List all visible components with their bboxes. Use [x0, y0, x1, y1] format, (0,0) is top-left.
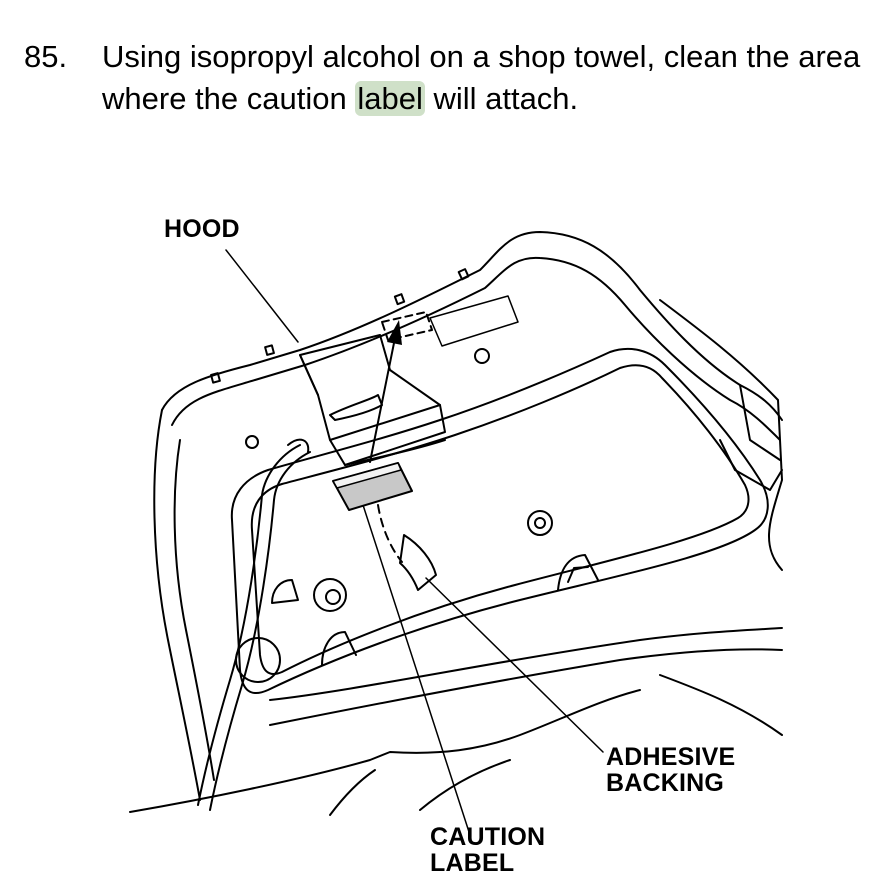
- caution-label-line1: CAUTION: [430, 823, 546, 851]
- inner-frame: [230, 347, 769, 695]
- highlighted-word: label: [355, 81, 425, 116]
- caution-label-callout: CAUTION LABEL: [430, 824, 545, 876]
- caution-leader-line: [362, 504, 471, 836]
- adhesive-backing-line2: BACKING: [606, 769, 725, 797]
- center-bracket: [299, 334, 441, 441]
- label-location-outline: [381, 311, 433, 341]
- adhesive-backing-shape: [399, 534, 437, 591]
- adhesive-leader-line: [425, 577, 604, 753]
- adhesive-backing-line1: ADHESIVE: [606, 743, 736, 771]
- hood-leader-line: [225, 249, 299, 343]
- support-rod: [197, 444, 301, 806]
- hood-outline: [161, 231, 783, 421]
- arrow-head-icon: [387, 320, 402, 345]
- step-number: 85.: [24, 39, 68, 74]
- hood-callout: HOOD: [164, 215, 240, 243]
- caution-label-line2: LABEL: [430, 849, 515, 877]
- step-text-after: will attach.: [424, 81, 579, 116]
- step-text-before: Using isopropyl alcohol on a shop towel,…: [102, 39, 861, 116]
- caution-label-shape: [332, 462, 413, 511]
- adhesive-backing-callout: ADHESIVE BACKING: [606, 744, 735, 796]
- install-arrow: [369, 337, 396, 463]
- step-text: Using isopropyl alcohol on a shop towel,…: [102, 36, 862, 120]
- hood-inner-rim: [171, 256, 781, 441]
